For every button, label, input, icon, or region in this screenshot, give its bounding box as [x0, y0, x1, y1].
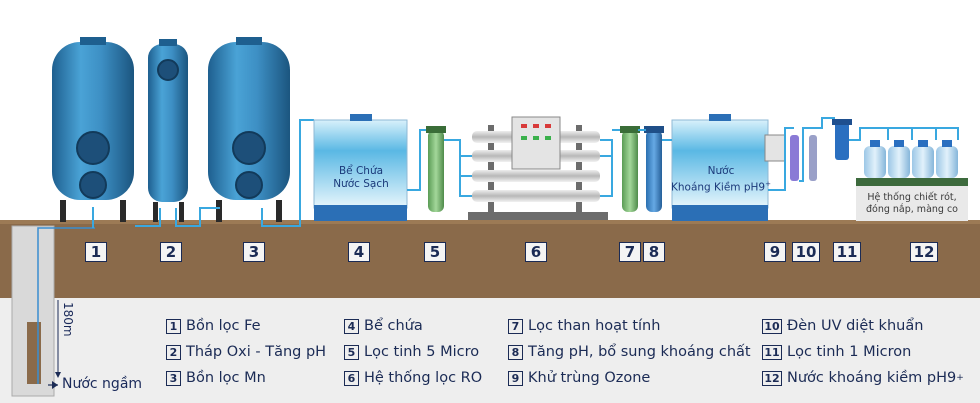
station-badge-6: 6: [525, 242, 547, 262]
pipes-final: [768, 117, 959, 191]
tank-fe: [52, 37, 134, 222]
filter-5micro: [426, 126, 446, 212]
station-badge-3: 3: [243, 242, 265, 262]
station-badge-2: 2: [160, 242, 182, 262]
filter-mineral: [644, 126, 664, 212]
station-badge-12: 12: [910, 242, 938, 262]
tower-oxi: [148, 39, 188, 222]
filter-1micron: [809, 135, 817, 181]
well-outlet-pipe: [37, 227, 95, 232]
tank-mn: [208, 37, 290, 222]
alkaline-tank-line2: Khoáng Kiềm pH9+: [670, 180, 771, 194]
well-depth-label: 180m: [61, 302, 75, 337]
clean-tank-label: Bể Chứa Nước Sạch: [316, 165, 406, 191]
station-badge-4: 4: [348, 242, 370, 262]
ro-system: [468, 116, 608, 220]
station-badge-1: 1: [85, 242, 107, 262]
source-arrow-head: [52, 381, 58, 389]
uv-lamp: [790, 135, 799, 181]
alkaline-tank-label: Nước Khoáng Kiềm pH9+: [670, 165, 772, 195]
ground-top-edge: [0, 220, 980, 224]
bottling-system: [856, 140, 968, 221]
station-badge-7: 7: [619, 242, 641, 262]
bottling-label-text: Hệ thống chiết rót, đóng nắp, màng co: [865, 192, 958, 215]
pipes-4-5: [407, 129, 428, 191]
station-badge-11: 11: [833, 242, 861, 262]
tank-clean-water: [313, 114, 408, 221]
pipes-pretreatment: [92, 119, 314, 228]
filter-cartridge: [832, 119, 852, 160]
well-source-label: Nước ngầm: [62, 376, 143, 392]
legend-background: [0, 298, 980, 403]
station-badge-8: 8: [643, 242, 665, 262]
well-aquifer: [27, 322, 41, 384]
tank-alkaline: [671, 114, 786, 221]
clean-tank-label-text: Bể Chứa Nước Sạch: [333, 165, 389, 190]
filter-carbon: [620, 126, 640, 212]
depth-arrow: [55, 372, 61, 378]
station-badge-5: 5: [424, 242, 446, 262]
station-badge-9: 9: [764, 242, 786, 262]
alkaline-tank-line1: Nước: [707, 165, 735, 177]
station-badge-10: 10: [792, 242, 820, 262]
bottling-label: Hệ thống chiết rót, đóng nắp, màng co: [852, 192, 972, 216]
